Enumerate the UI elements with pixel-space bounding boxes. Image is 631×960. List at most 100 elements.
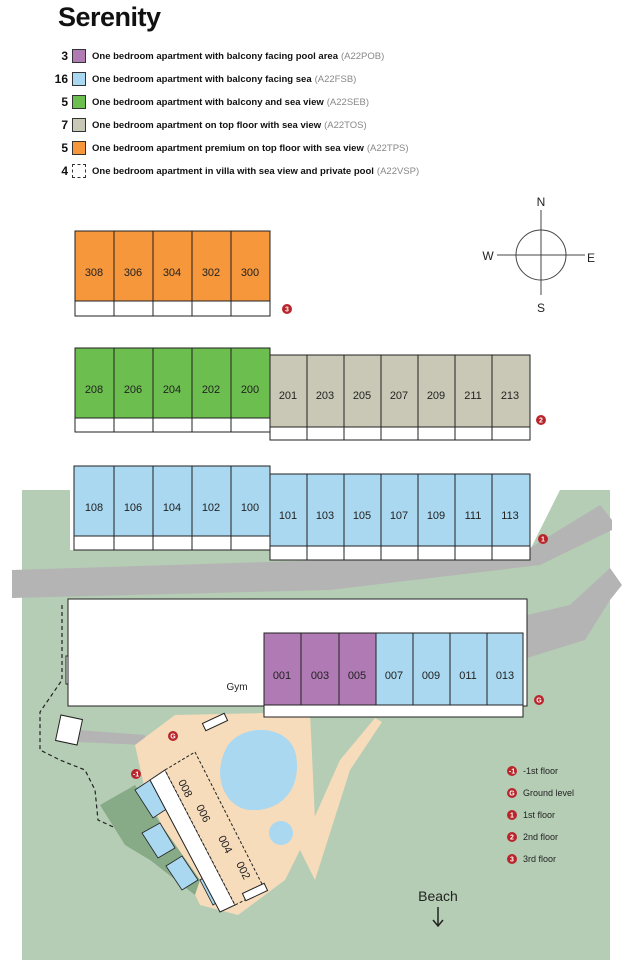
- floor-legend-badge: G: [509, 791, 515, 798]
- green-swatch: [72, 95, 86, 109]
- legend-count: 16: [54, 72, 68, 86]
- unit-label: 101: [279, 510, 297, 522]
- gym-label: Gym: [226, 682, 247, 693]
- unit-label: 003: [311, 670, 329, 682]
- unit-box-orange: [74, 230, 271, 302]
- floor-legend-row: -1 -1st floor: [507, 766, 558, 776]
- floor-legend-badge: 2: [510, 835, 514, 842]
- grey-swatch: [72, 118, 86, 132]
- floor-legend-row: G Ground level: [507, 788, 574, 798]
- legend-count: 5: [61, 95, 68, 109]
- orange-swatch: [72, 141, 86, 155]
- floor-badge-2: 2: [536, 415, 546, 425]
- unit-label: 201: [279, 390, 297, 402]
- floor-badge-label: 1: [541, 537, 545, 544]
- legend-code: (A22FSB): [314, 73, 357, 85]
- floor-legend-badge: 1: [510, 813, 514, 820]
- unit-label: 208: [85, 384, 103, 396]
- floor-badge-1: 1: [538, 534, 548, 544]
- unit-label: 207: [390, 390, 408, 402]
- path-gym: [78, 730, 145, 745]
- compass-north: N: [537, 195, 546, 209]
- unit-label: 005: [348, 670, 366, 682]
- balcony-strip: [74, 300, 271, 317]
- unit-label: 200: [241, 384, 259, 396]
- unit-box-green: [74, 347, 271, 419]
- floor-badge-pool: G: [168, 731, 178, 741]
- unit-label: 100: [241, 502, 259, 514]
- jacuzzi: [269, 821, 293, 845]
- unit-label: 001: [273, 670, 291, 682]
- floor-legend-label: 2nd floor: [523, 832, 558, 842]
- unit-label: 206: [124, 384, 142, 396]
- unit-label: 304: [163, 267, 181, 279]
- unit-label: 109: [427, 510, 445, 522]
- unit-label: 306: [124, 267, 142, 279]
- unit-label: 104: [163, 502, 181, 514]
- villa-block: [164, 751, 266, 906]
- third-floor-units: 308 306 304 302 300: [74, 230, 271, 317]
- floor-badge-ground: G: [534, 695, 544, 705]
- pool-deck-path: [300, 718, 382, 880]
- balcony-strip: [74, 417, 271, 433]
- floor-legend-row: 3 3rd floor: [507, 854, 556, 864]
- stairs-icon: [201, 712, 229, 732]
- unit-label: 105: [353, 510, 371, 522]
- unit-label: 111: [465, 510, 482, 522]
- floor-legend-label: -1st floor: [523, 766, 558, 776]
- unit-label: 308: [85, 267, 103, 279]
- unit-box-grey: [269, 354, 531, 428]
- legend-count: 3: [61, 49, 68, 63]
- unit-label: 203: [316, 390, 334, 402]
- legend-code: (A22VSP): [376, 165, 420, 177]
- unit-label: 113: [501, 510, 519, 522]
- legend-description: One bedroom apartment premium on top flo…: [92, 142, 364, 154]
- unit-label: 300: [241, 267, 259, 279]
- unit-label: 013: [496, 670, 514, 682]
- unit-box-purple: [263, 632, 377, 706]
- legend-count: 5: [61, 141, 68, 155]
- unit-label: 211: [464, 390, 482, 402]
- floor-legend-badge: -1: [509, 769, 515, 776]
- legend-description: One bedroom apartment with balcony facin…: [92, 50, 338, 62]
- ground-floor-units: 001 003 005 007 009 011 013: [263, 632, 524, 718]
- road-branch: [527, 568, 622, 658]
- unit-label: 205: [353, 390, 371, 402]
- small-building: [54, 714, 84, 746]
- legend-description: One bedroom apartment with balcony facin…: [92, 73, 312, 85]
- floor-badges: 3 2 1 G G -1: [131, 304, 548, 779]
- legend-code: (A22TOS): [324, 119, 367, 131]
- unit-label: 011: [459, 670, 477, 682]
- unit-label: 107: [390, 510, 408, 522]
- legend-description: One bedroom apartment with balcony and s…: [92, 96, 324, 108]
- legend-count: 4: [61, 164, 68, 178]
- dashed-swatch: [72, 164, 86, 178]
- second-floor-units: 208 206 204 202 200 201 203 205 207 209 …: [74, 347, 531, 441]
- floor-badge-label: 2: [539, 418, 543, 425]
- unit-label: 106: [124, 502, 142, 514]
- balcony-strip: [73, 535, 271, 551]
- beach-label: Beach: [418, 888, 458, 904]
- stairs-icon: [241, 882, 269, 902]
- unit-label: 103: [316, 510, 334, 522]
- floor-legend-label: 1st floor: [523, 810, 555, 820]
- purple-swatch: [72, 49, 86, 63]
- floor-badge-label: -1: [133, 772, 139, 779]
- floor-badge-label: G: [170, 734, 176, 741]
- legend-count: 7: [61, 118, 68, 132]
- legend-row-vsp: 4 One bedroom apartment in villa with se…: [40, 161, 419, 181]
- compass-west: W: [482, 249, 494, 263]
- legend-row-seb: 5 One bedroom apartment with balcony and…: [40, 92, 369, 112]
- compass-east: E: [587, 251, 595, 265]
- unit-box-blue-left: [73, 465, 271, 537]
- floor-legend: -1 -1st floor G Ground level 1 1st floor…: [507, 766, 574, 864]
- floor-legend-row: 1 1st floor: [507, 810, 555, 820]
- light-blue-swatch: [72, 72, 86, 86]
- compass: N S W E: [482, 195, 595, 315]
- floor-badge-label: 3: [285, 307, 289, 314]
- balcony-strip: [263, 704, 524, 718]
- unit-box-blue-right: [269, 473, 531, 547]
- beach-direction: Beach: [418, 888, 458, 928]
- road-main: [12, 505, 612, 598]
- floor-legend-label: Ground level: [523, 788, 574, 798]
